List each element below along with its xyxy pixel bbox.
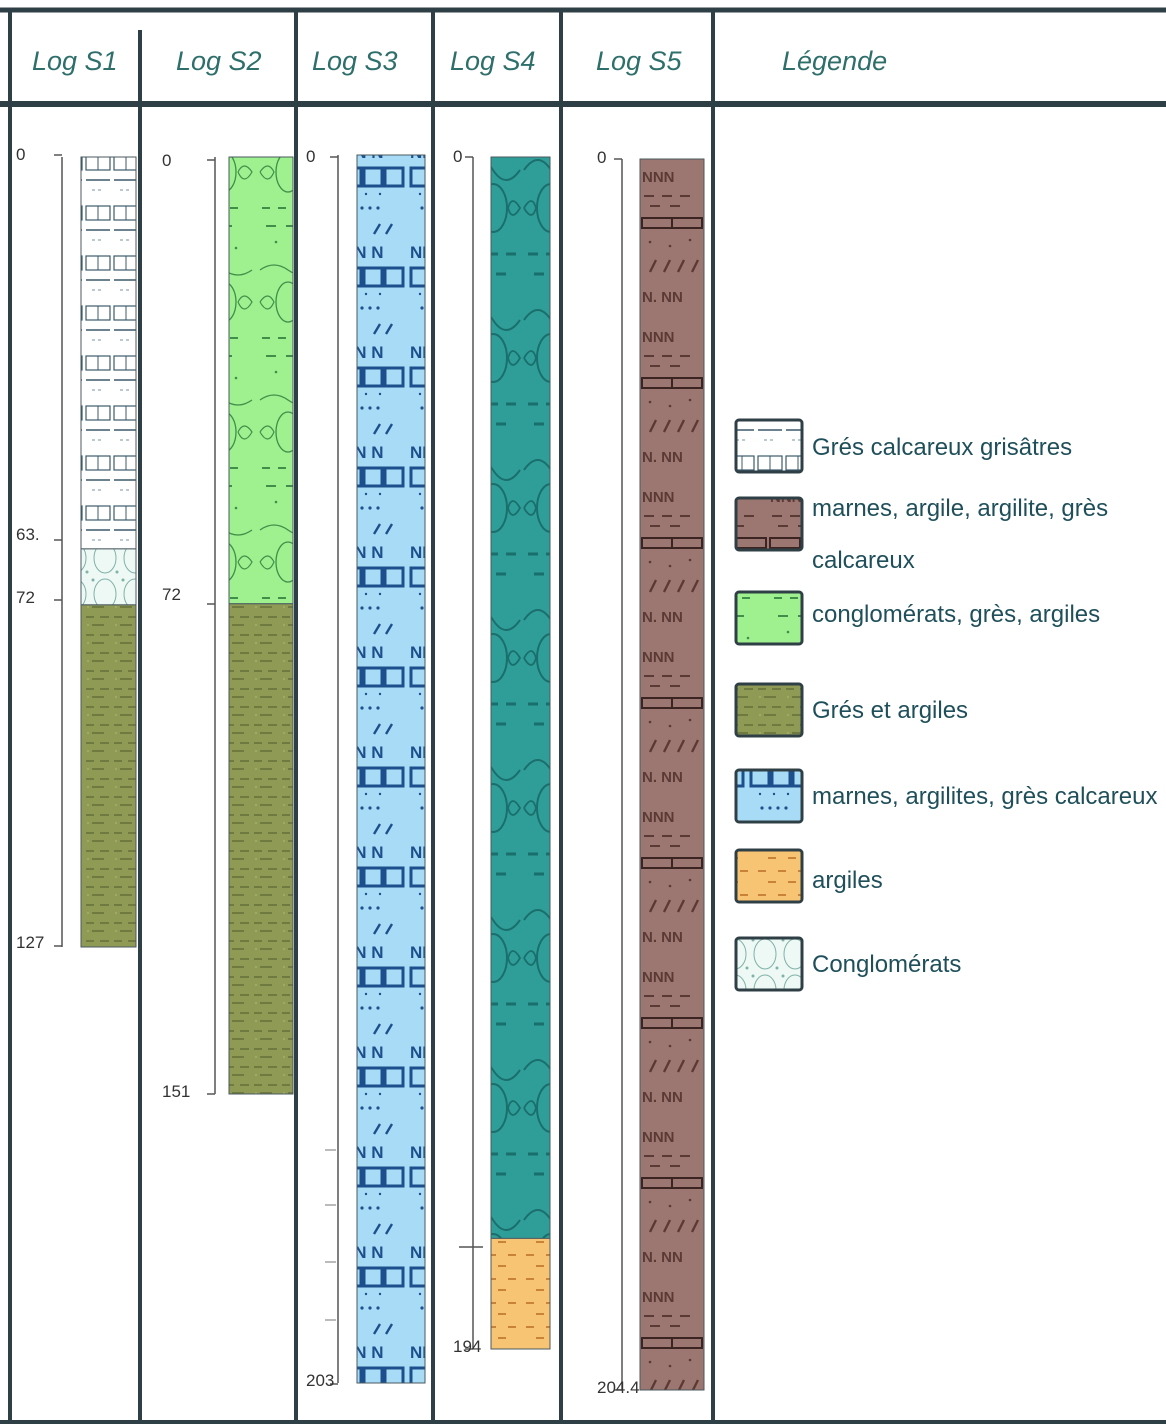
- depth-label: 0: [453, 147, 462, 166]
- table-grid: [0, 7, 1166, 1424]
- legend-label: Grés et argiles: [812, 697, 968, 724]
- legend-label: Grés calcareux grisâtres: [812, 434, 1072, 461]
- legend-label: conglomérats, grès, argiles: [812, 601, 1100, 628]
- depth-label: 0: [597, 148, 606, 167]
- legend-swatch-gres_argiles: [734, 682, 804, 738]
- legend-label: argiles: [812, 867, 883, 894]
- depth-label: 72: [162, 585, 181, 604]
- header-log-s1: Log S1: [32, 46, 118, 76]
- log-s1-column: 0 63. 72 127: [16, 145, 137, 952]
- legend-swatch-argiles: [734, 848, 804, 904]
- depth-label: 151: [162, 1082, 190, 1101]
- legend-swatch-conglomerats: [734, 936, 804, 992]
- header-legende: Légende: [782, 46, 887, 76]
- legend-label: Conglomérats: [812, 951, 961, 978]
- log-s2-column: 0 72 151: [162, 151, 294, 1101]
- log-s5-column: 0 204.4: [597, 148, 705, 1397]
- header-log-s5: Log S5: [596, 46, 683, 76]
- layer-argiles: [490, 1237, 551, 1350]
- header-log-s4: Log S4: [450, 46, 536, 76]
- legend-swatch-conglomerats_gres_argiles: [734, 590, 804, 646]
- log-s4-column: 0 194: [453, 147, 551, 1356]
- depth-label: 0: [162, 151, 171, 170]
- legend-label: calcareux: [812, 547, 915, 574]
- depth-label: 204.4: [597, 1378, 640, 1397]
- depth-label: 194: [453, 1337, 481, 1356]
- legend: Grés calcareux grisâtres marnes, argile, …: [734, 418, 1157, 992]
- layer-gres_argiles: [80, 604, 137, 948]
- header-log-s3: Log S3: [312, 46, 398, 76]
- depth-label: 72: [16, 588, 35, 607]
- layer-gres_argiles: [228, 603, 294, 1095]
- legend-swatch-gres_calcareux: [734, 418, 804, 474]
- depth-label: 0: [306, 147, 315, 166]
- legend-label: marnes, argile, argilite, grès: [812, 495, 1108, 522]
- layer-conglomerats_gres_argiles: [228, 156, 294, 605]
- layer-marnes_argile_argilite_gres_calcareux: [639, 158, 705, 1391]
- legend-label: marnes, argilites, grès calcareux: [812, 783, 1157, 810]
- header-log-s2: Log S2: [176, 46, 262, 76]
- depth-label: 127: [16, 933, 44, 952]
- column-headers: Log S1 Log S2 Log S3 Log S4 Log S5 Légen…: [32, 46, 887, 76]
- layer-gres_calcareux: [80, 156, 137, 550]
- legend-swatch-marnes_argile_argilite_gres_calcareux: [734, 496, 804, 552]
- layer-marnes_argilites_gres_calcareux: [356, 154, 426, 1384]
- layer-conglomerats: [80, 548, 137, 606]
- layer-teal_conglomerate: [490, 156, 551, 1239]
- legend-swatch-marnes_argilites_gres_calcareux: [734, 768, 804, 824]
- log-s3-column: 0 203: [306, 147, 426, 1390]
- depth-label: 63.: [16, 525, 40, 544]
- depth-label: 203: [306, 1371, 334, 1390]
- depth-label: 0: [16, 145, 25, 164]
